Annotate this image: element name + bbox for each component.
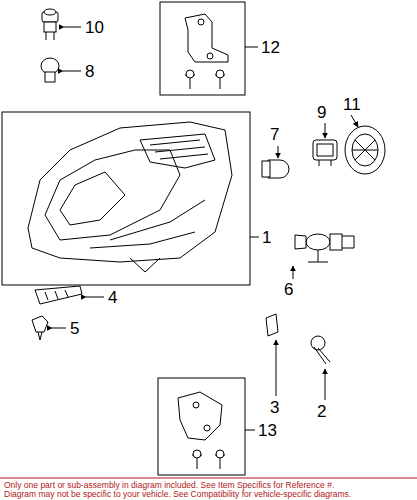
- socket-part: [313, 140, 337, 166]
- callout-number: 13: [258, 422, 277, 439]
- clip-part: [32, 316, 48, 340]
- callout-number: 12: [261, 39, 280, 56]
- bulb-part: [262, 160, 289, 178]
- callout-number: 7: [270, 126, 279, 143]
- callout-number: 11: [343, 96, 361, 113]
- callout-number: 8: [85, 63, 94, 80]
- callout-number: 2: [317, 403, 326, 420]
- cover-part: [345, 126, 385, 174]
- callout-number: 3: [270, 399, 279, 416]
- bulb-part: [295, 234, 354, 262]
- footer-note: Diagram may not be specific to your vehi…: [4, 490, 351, 499]
- socket-part: [42, 9, 58, 40]
- callout-number: 10: [85, 19, 104, 36]
- headlamp-part: [28, 122, 232, 272]
- bracket-part: [185, 14, 228, 89]
- bulb-part: [41, 58, 59, 82]
- callout-number: 6: [284, 281, 293, 298]
- bracket-part: [178, 392, 225, 469]
- nut-part: [266, 314, 278, 336]
- seal-part: [35, 286, 82, 304]
- callout-number: 1: [262, 229, 271, 246]
- callout-number: 4: [108, 289, 117, 306]
- callout-number: 5: [70, 320, 79, 337]
- screw-part: [311, 336, 330, 364]
- footer-note: Only one part or sub-assembly in diagram…: [4, 481, 334, 490]
- callout-number: 9: [317, 104, 326, 121]
